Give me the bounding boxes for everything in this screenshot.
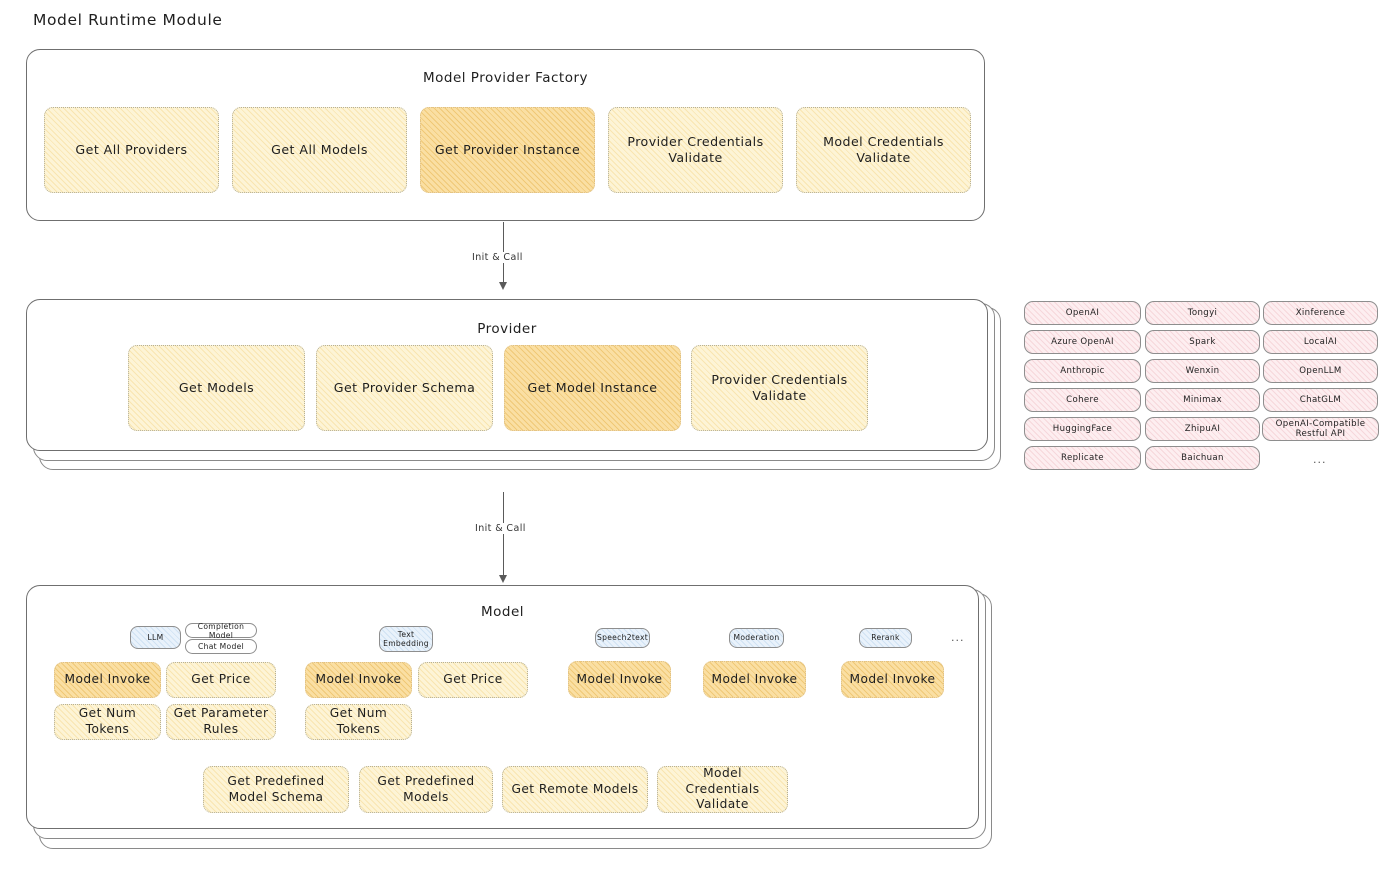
arrow-provider-to-model-label: Init & Call <box>471 523 530 534</box>
provider-chip-chatglm[interactable]: ChatGLM <box>1263 388 1378 412</box>
model-type-badge-llm[interactable]: LLM <box>130 626 181 649</box>
text-embedding-method-model-invoke[interactable]: Model Invoke <box>305 662 412 698</box>
model-tag-completion-model[interactable]: Completion Model <box>185 622 257 640</box>
model-type-badge-speech2text[interactable]: Speech2text <box>595 628 650 648</box>
provider-chip-azure-openai[interactable]: Azure OpenAI <box>1024 330 1141 354</box>
provider-chip-zhipuai[interactable]: ZhipuAI <box>1145 417 1260 441</box>
provider-node-get-models[interactable]: Get Models <box>128 345 305 431</box>
model-common-get-remote-models[interactable]: Get Remote Models <box>502 766 648 813</box>
model-common-get-predefined-models[interactable]: Get Predefined Models <box>359 766 493 813</box>
provider-chip-openai[interactable]: OpenAI <box>1024 301 1141 325</box>
moderation-method-model-invoke[interactable]: Model Invoke <box>703 661 806 698</box>
rerank-method-model-invoke[interactable]: Model Invoke <box>841 661 944 698</box>
provider-node-get-provider-schema[interactable]: Get Provider Schema <box>316 345 493 431</box>
arrow-factory-to-provider-head <box>498 282 507 290</box>
model-types-ellipsis: ... <box>951 631 965 644</box>
provider-chip-baichuan[interactable]: Baichuan <box>1145 446 1260 470</box>
provider-chip-openllm[interactable]: OpenLLM <box>1263 359 1378 383</box>
factory-node-model-credentials-validate[interactable]: Model Credentials Validate <box>796 107 971 193</box>
text-embedding-method-get-num-tokens[interactable]: Get Num Tokens <box>305 704 412 740</box>
model-provider-factory-title: Model Provider Factory <box>422 70 588 86</box>
llm-method-model-invoke[interactable]: Model Invoke <box>54 662 161 698</box>
provider-chip-xinference[interactable]: Xinference <box>1263 301 1378 325</box>
provider-chip-minimax[interactable]: Minimax <box>1145 388 1260 412</box>
model-type-badge-moderation[interactable]: Moderation <box>729 628 784 648</box>
factory-node-get-provider-instance[interactable]: Get Provider Instance <box>420 107 595 193</box>
provider-chip-huggingface[interactable]: HuggingFace <box>1024 417 1141 441</box>
provider-chip-ellipsis: ... <box>1313 453 1327 466</box>
provider-chip-openai-compatible-restful-api[interactable]: OpenAI-Compatible Restful API <box>1262 417 1379 441</box>
model-type-badge-rerank[interactable]: Rerank <box>859 628 912 648</box>
provider-chip-anthropic[interactable]: Anthropic <box>1024 359 1141 383</box>
provider-chip-cohere[interactable]: Cohere <box>1024 388 1141 412</box>
text-embedding-method-get-price[interactable]: Get Price <box>418 662 528 698</box>
provider-node-provider-credentials-validate[interactable]: Provider Credentials Validate <box>691 345 868 431</box>
provider-chip-localai[interactable]: LocalAI <box>1263 330 1378 354</box>
arrow-provider-to-model-line <box>503 492 504 577</box>
llm-method-get-parameter-rules[interactable]: Get Parameter Rules <box>166 704 276 740</box>
model-common-get-predefined-model-schema[interactable]: Get Predefined Model Schema <box>203 766 349 813</box>
provider-chip-spark[interactable]: Spark <box>1145 330 1260 354</box>
provider-chip-tongyi[interactable]: Tongyi <box>1145 301 1260 325</box>
factory-node-provider-credentials-validate[interactable]: Provider Credentials Validate <box>608 107 783 193</box>
arrow-factory-to-provider-label: Init & Call <box>468 252 527 263</box>
arrow-provider-to-model-head <box>498 575 507 583</box>
model-common-model-credentials-validate[interactable]: Model Credentials Validate <box>657 766 788 813</box>
factory-node-get-all-providers[interactable]: Get All Providers <box>44 107 219 193</box>
provider-title: Provider <box>477 321 537 337</box>
llm-method-get-num-tokens[interactable]: Get Num Tokens <box>54 704 161 740</box>
model-title: Model <box>480 604 525 620</box>
page-title: Model Runtime Module <box>33 11 223 29</box>
model-type-badge-text-embedding[interactable]: Text Embedding <box>379 626 433 652</box>
llm-method-get-price[interactable]: Get Price <box>166 662 276 698</box>
factory-node-get-all-models[interactable]: Get All Models <box>232 107 407 193</box>
provider-node-get-model-instance[interactable]: Get Model Instance <box>504 345 681 431</box>
provider-chip-wenxin[interactable]: Wenxin <box>1145 359 1260 383</box>
provider-chip-replicate[interactable]: Replicate <box>1024 446 1141 470</box>
speech2text-method-model-invoke[interactable]: Model Invoke <box>568 661 671 698</box>
model-tag-chat-model[interactable]: Chat Model <box>185 639 257 654</box>
